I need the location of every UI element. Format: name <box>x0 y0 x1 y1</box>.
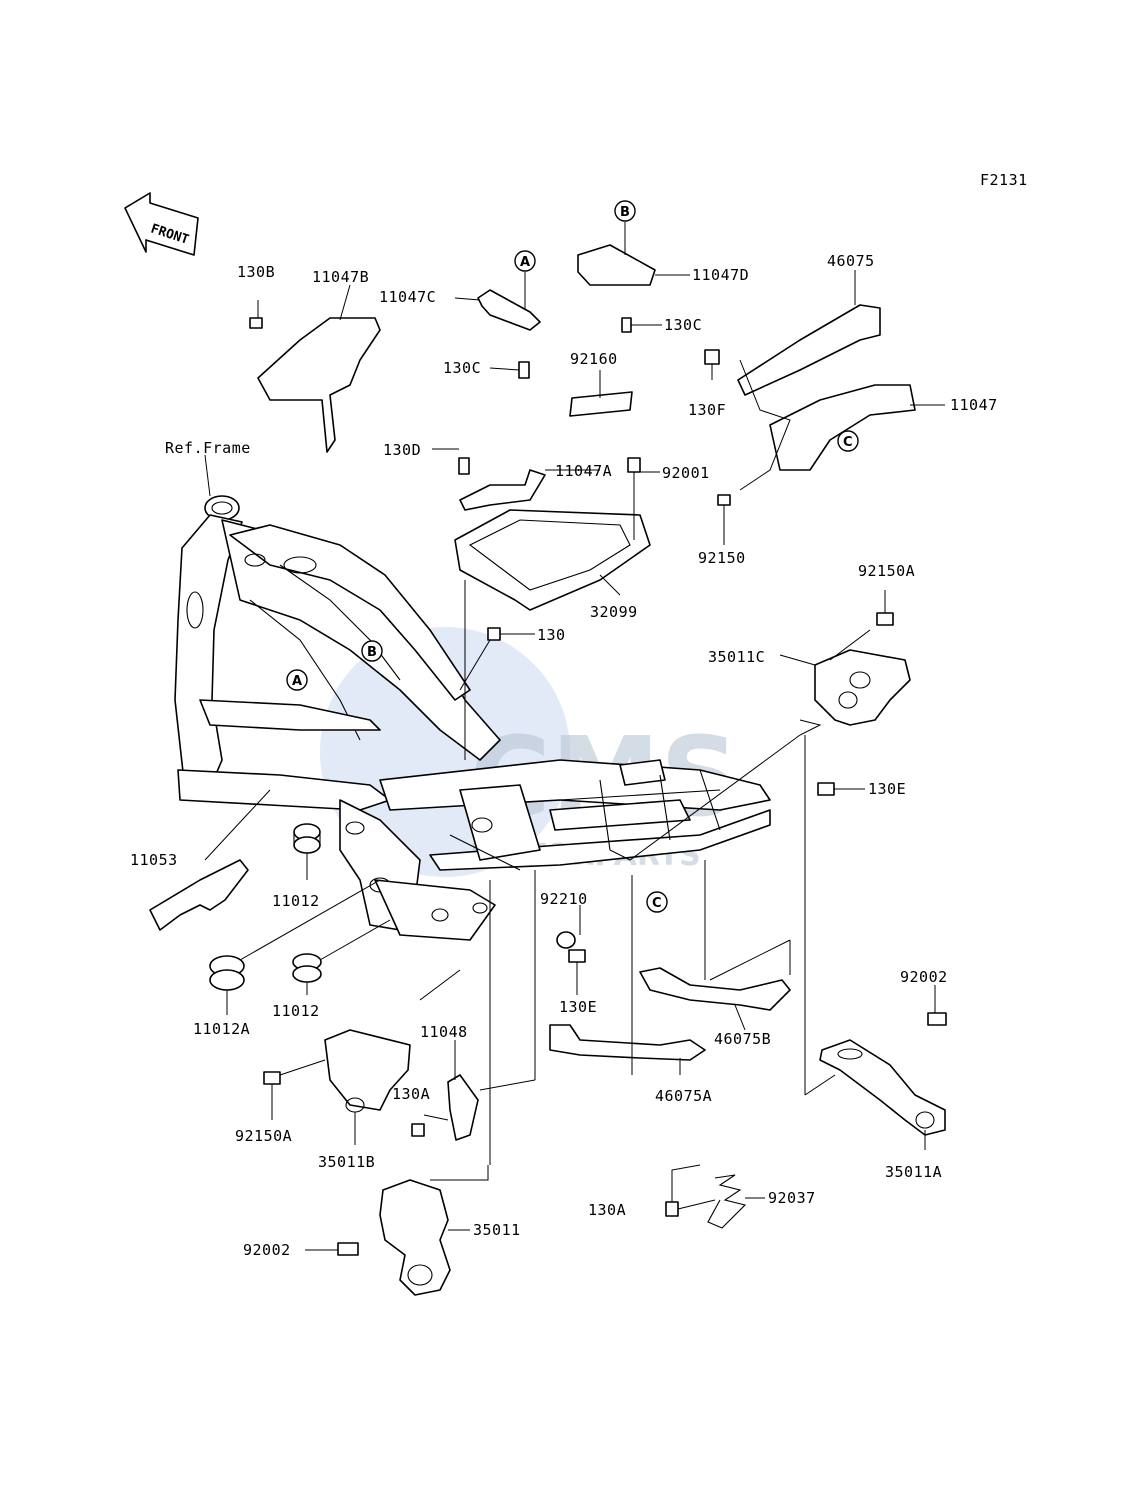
svg-text:A: A <box>292 674 302 689</box>
bracket-35011 <box>379 1179 451 1296</box>
label-130e-a: 130E <box>868 780 906 798</box>
bolt-92150a-upper <box>876 612 894 626</box>
label-32099: 32099 <box>590 603 638 621</box>
bracket-11047c <box>477 289 541 331</box>
label-11047a: 11047A <box>555 462 612 480</box>
front-arrow-icon: FRONT <box>124 192 199 256</box>
label-46075a: 46075A <box>655 1087 712 1105</box>
callout-a-top: A <box>514 250 536 272</box>
bracket-46075b <box>639 967 791 1011</box>
bolt-92002-left <box>337 1242 359 1256</box>
spring-92037-icon <box>707 1174 747 1229</box>
label-130a-b: 130A <box>588 1201 626 1219</box>
grommet-11012-lower <box>292 953 322 983</box>
bracket-46075a <box>549 1024 706 1061</box>
label-130c-a: 130C <box>443 359 481 377</box>
label-11047: 11047 <box>950 396 998 414</box>
callout-a-frame: A <box>286 669 308 691</box>
label-ref-frame: Ref.Frame <box>165 439 251 457</box>
label-11012a: 11012A <box>193 1020 250 1038</box>
bolt-92150a-lower <box>263 1071 281 1085</box>
label-92160: 92160 <box>570 350 618 368</box>
figure-code: F2131 <box>980 171 1028 189</box>
bolt-92002-right <box>927 1012 947 1026</box>
bolt-130e-right <box>817 782 835 796</box>
bolt-92001 <box>627 457 641 473</box>
grommet-11012-upper <box>293 823 321 854</box>
cover-11053 <box>149 859 249 931</box>
bolt-130f <box>704 349 720 365</box>
bolt-130b-icon <box>249 317 263 329</box>
label-11047c: 11047C <box>379 288 436 306</box>
label-92150a-b: 92150A <box>235 1127 292 1145</box>
label-130: 130 <box>537 626 566 644</box>
bracket-35011b <box>324 1029 411 1111</box>
label-92210: 92210 <box>540 890 588 908</box>
pad-92160 <box>569 391 633 417</box>
svg-text:A: A <box>520 255 530 270</box>
label-46075b: 46075B <box>714 1030 771 1048</box>
bolt-130a-left <box>411 1123 425 1137</box>
svg-text:C: C <box>843 435 853 450</box>
nut-92210 <box>556 931 576 949</box>
callout-c-right: C <box>837 430 859 452</box>
bolt-130e-left <box>568 949 586 963</box>
label-130f: 130F <box>688 401 726 419</box>
label-35011c: 35011C <box>708 648 765 666</box>
label-11012-a: 11012 <box>272 892 320 910</box>
label-92002-b: 92002 <box>243 1241 291 1259</box>
label-11047d: 11047D <box>692 266 749 284</box>
bracket-11047d <box>577 244 656 286</box>
bolt-130d <box>458 457 470 475</box>
label-130a-a: 130A <box>392 1085 430 1103</box>
bracket-11047a <box>459 469 546 511</box>
label-11048: 11048 <box>420 1023 468 1041</box>
bracket-35011a <box>819 1039 946 1136</box>
leader-lines <box>204 222 945 1251</box>
label-92001: 92001 <box>662 464 710 482</box>
callout-c-lower: C <box>646 891 668 913</box>
label-130b: 130B <box>237 263 275 281</box>
tray-32099 <box>454 509 651 611</box>
bolt-130c-upper <box>621 317 632 333</box>
main-frame <box>174 495 771 941</box>
grab-bar-46075 <box>737 304 881 396</box>
label-92150a-a: 92150A <box>858 562 915 580</box>
svg-text:C: C <box>652 896 662 911</box>
label-35011: 35011 <box>473 1221 521 1239</box>
label-92037: 92037 <box>768 1189 816 1207</box>
svg-text:B: B <box>367 645 377 660</box>
label-11053: 11053 <box>130 851 178 869</box>
callout-b-frame: B <box>361 640 383 662</box>
svg-text:B: B <box>620 205 630 220</box>
label-130e-b: 130E <box>559 998 597 1016</box>
callout-b-top: B <box>614 200 636 222</box>
label-35011b: 35011B <box>318 1153 375 1171</box>
label-35011a: 35011A <box>885 1163 942 1181</box>
label-130d: 130D <box>383 441 421 459</box>
label-46075: 46075 <box>827 252 875 270</box>
bracket-11047b <box>257 317 381 453</box>
bolt-130c-lower <box>518 361 530 379</box>
bolt-130 <box>487 627 501 641</box>
label-11012-b: 11012 <box>272 1002 320 1020</box>
label-92150: 92150 <box>698 549 746 567</box>
label-92002-a: 92002 <box>900 968 948 986</box>
grommet-11012a <box>209 955 245 991</box>
label-130c-b: 130C <box>664 316 702 334</box>
label-11047b: 11047B <box>312 268 369 286</box>
bracket-11047 <box>769 384 916 471</box>
bolt-130a-right <box>665 1201 679 1217</box>
bracket-11048 <box>447 1074 479 1141</box>
bolt-92150 <box>717 494 731 506</box>
